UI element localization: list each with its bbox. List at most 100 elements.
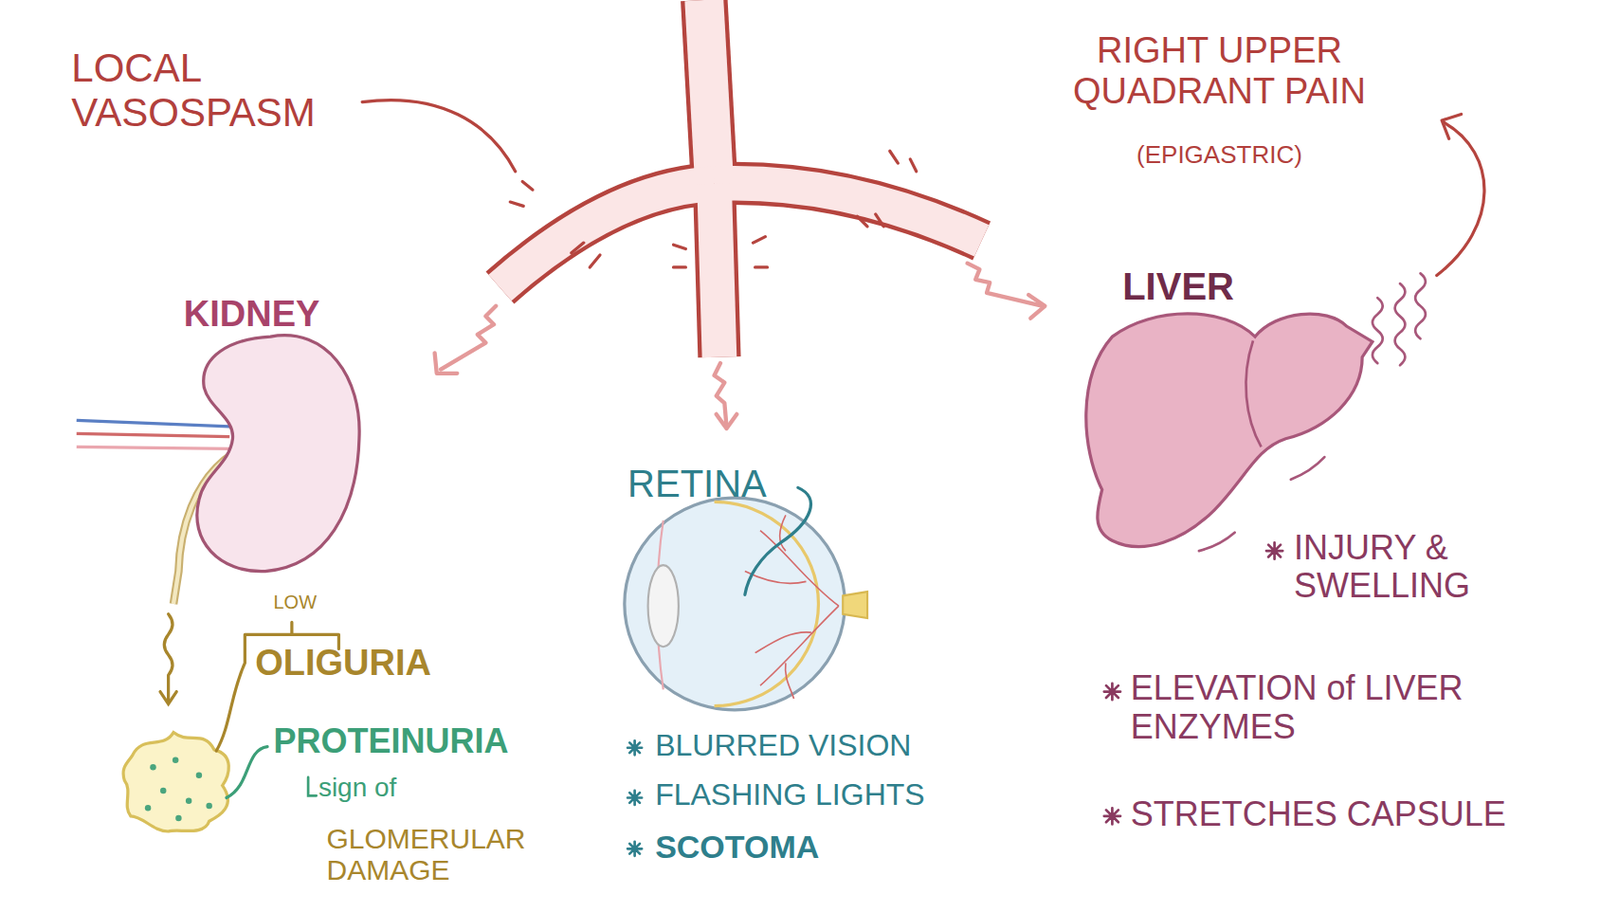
symptom-label: SCOTOMA	[654, 828, 819, 865]
tick	[875, 214, 885, 227]
tick	[856, 216, 868, 227]
finding-label: OLIGURIA	[254, 642, 432, 684]
renal-artery	[76, 433, 230, 437]
qualifier-label: LOW	[273, 591, 318, 613]
asterisk	[1104, 683, 1121, 700]
asterisk	[627, 790, 642, 805]
vessel	[760, 530, 839, 607]
arrow-head	[716, 414, 738, 429]
tick	[522, 181, 533, 191]
vessel-lumen	[714, 183, 720, 358]
finding-label: STRETCHES CAPSULE	[1130, 795, 1507, 834]
leader-line	[226, 746, 268, 799]
vessel	[785, 662, 795, 699]
swell-arc	[1199, 532, 1236, 551]
dot	[175, 815, 182, 821]
tick	[509, 201, 524, 206]
note-label: sign of	[318, 772, 398, 802]
tick	[755, 265, 768, 269]
tick	[752, 236, 765, 243]
optic-nerve	[842, 591, 868, 619]
tick	[673, 265, 687, 269]
finding-label: INJURY & SWELLING	[1293, 528, 1545, 606]
swell-arc	[1290, 456, 1326, 480]
organ-label: KIDNEY	[183, 293, 321, 335]
arrow-head	[1441, 114, 1461, 140]
retinal-vessels	[745, 514, 839, 699]
symptom-label: FLASHING LIGHTS	[654, 778, 926, 813]
vessel	[760, 605, 839, 686]
arrow-head	[160, 691, 177, 705]
glomerulus-shape	[123, 732, 229, 832]
wavy-arrow	[163, 614, 173, 703]
tick	[890, 150, 899, 164]
tick	[909, 159, 916, 172]
lens	[648, 564, 679, 647]
glomerulus-illustration	[123, 732, 229, 832]
symptom-label: RIGHT UPPER QUADRANT PAIN	[1025, 30, 1414, 111]
renal-vessel	[76, 446, 230, 449]
vessel-lumen	[714, 182, 982, 241]
vessel-lumen	[500, 183, 715, 289]
symptom-note: (EPIGASTRIC)	[1025, 141, 1414, 169]
tick	[589, 254, 600, 268]
dot	[172, 756, 179, 763]
symptom-label: BLURRED VISION	[654, 728, 911, 764]
bracket-tick	[290, 621, 293, 635]
wavy-arrow	[967, 263, 1044, 307]
vessel-lumen	[704, 0, 715, 184]
organ-label: RETINA	[627, 462, 767, 506]
dot	[185, 797, 192, 803]
finding-label: ELEVATION of LIVER ENZYMES	[1130, 669, 1478, 746]
vessel-outline	[704, 0, 715, 184]
asterisk	[627, 740, 642, 755]
dot	[145, 804, 151, 811]
organ-label: LIVER	[1122, 265, 1235, 309]
swelling-marks	[1199, 272, 1426, 551]
dot	[149, 763, 156, 770]
note-label: GLOMERULAR DAMAGE	[326, 822, 562, 887]
vessel-outline	[714, 183, 720, 358]
asterisk-lines	[1266, 542, 1283, 559]
spasm-ticks	[509, 150, 916, 268]
arrow-head	[1028, 294, 1045, 319]
vessel	[780, 514, 786, 551]
asterisk	[1266, 542, 1283, 559]
wavy-arrow	[440, 306, 496, 370]
dot	[160, 787, 166, 794]
dot	[205, 802, 212, 809]
asterisk-lines	[1104, 807, 1121, 824]
protein-dots	[145, 756, 213, 821]
dot	[196, 772, 202, 779]
asterisk-lines	[1104, 683, 1121, 700]
hook-mark	[308, 777, 317, 796]
eyeball	[624, 497, 846, 710]
vessel-label: LOCAL VASOSPASM	[71, 45, 357, 135]
vessel-outline	[714, 182, 982, 241]
tick	[673, 244, 687, 249]
squiggle	[1372, 297, 1383, 364]
squiggle	[1415, 272, 1426, 339]
finding-label: PROTEINURIA	[273, 722, 510, 761]
squiggle	[1395, 283, 1406, 365]
liver-illustration	[1086, 114, 1485, 552]
blood-vessels	[500, 0, 982, 358]
asterisk	[1104, 807, 1121, 824]
curved-arrow	[1436, 122, 1485, 275]
tick	[571, 242, 584, 254]
liver-lobe-line	[1245, 340, 1261, 447]
vessel-outline	[500, 183, 715, 289]
kidney-shape	[197, 335, 360, 572]
arrow-head	[435, 352, 458, 374]
vessel	[755, 632, 812, 654]
asterisk-lines	[627, 790, 642, 805]
asterisk	[627, 841, 642, 856]
eye-illustration	[624, 497, 868, 710]
asterisk-lines	[627, 841, 642, 856]
retina-layer	[714, 501, 819, 706]
asterisk-lines	[627, 740, 642, 755]
liver-shape	[1086, 313, 1373, 547]
renal-vein	[76, 419, 230, 426]
